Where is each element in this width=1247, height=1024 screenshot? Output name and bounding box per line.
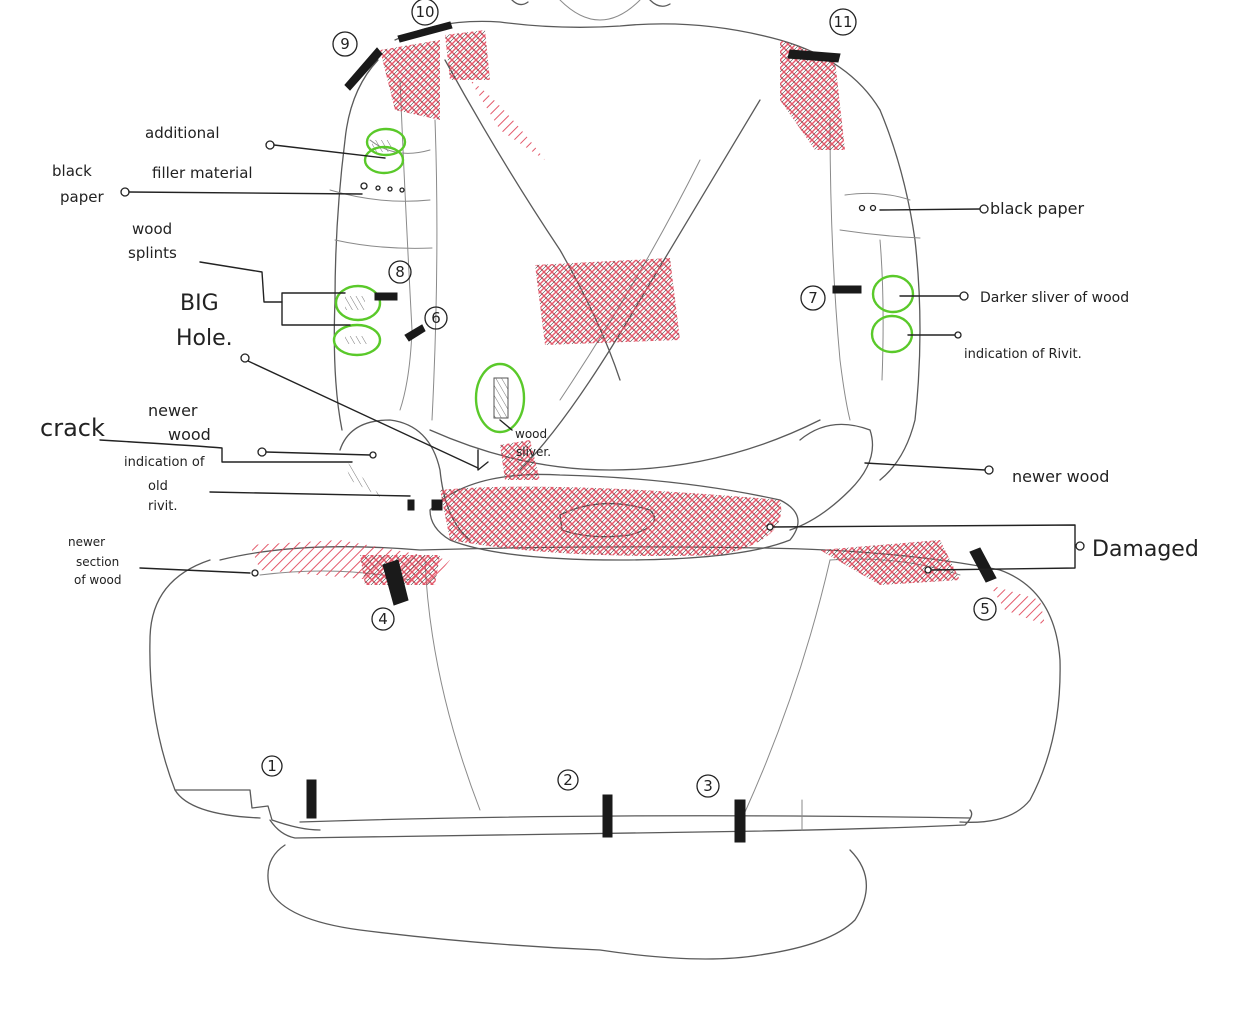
label-newer-section-3: of wood (74, 573, 122, 587)
label-black-paper-right: black paper (990, 199, 1085, 218)
marker-9: 9 (332, 31, 358, 57)
svg-text:6: 6 (431, 309, 441, 327)
black-markers (306, 21, 997, 843)
marker-4: 4 (371, 607, 395, 631)
label-crack: crack (40, 414, 105, 442)
marker-1: 1 (261, 755, 283, 777)
marker-11: 11 (829, 8, 857, 36)
svg-text:9: 9 (340, 35, 350, 53)
highlight-rivit (870, 314, 914, 354)
label-darker-sliver: Darker sliver of wood (980, 290, 1129, 306)
annotation-labels: additional filler material black paper w… (40, 124, 1199, 587)
marker-5: 5 (973, 597, 997, 621)
label-black-paper-left-2: paper (60, 188, 104, 206)
label-black-paper-left-1: black (52, 162, 92, 180)
label-newer-section-2: section (76, 555, 119, 569)
graphite-marks (345, 140, 877, 500)
label-newer-section-1: newer (68, 535, 105, 549)
svg-text:7: 7 (808, 289, 818, 307)
highlight-splint-lower (332, 323, 382, 357)
marker-7: 7 (800, 285, 826, 311)
label-newer-wood-left-1: newer (148, 401, 198, 420)
highlight-filler-lower (363, 145, 405, 175)
marker-10: 10 (411, 0, 439, 26)
svg-text:2: 2 (563, 771, 573, 789)
label-wood-splints-2: splints (128, 244, 177, 262)
label-additional-filler-1: additional (145, 124, 220, 142)
svg-text:4: 4 (378, 610, 388, 628)
label-newer-wood-right: newer wood (1012, 467, 1109, 486)
damage-areas (250, 30, 1045, 625)
green-highlights (332, 127, 915, 434)
marker-6: 6 (424, 306, 448, 330)
leader-lines (99, 140, 1085, 577)
label-indication-rivit: indication of Rivit. (964, 347, 1082, 362)
marker-3: 3 (696, 774, 720, 798)
label-wood-sliver-1: wood (515, 427, 547, 441)
label-old-rivit-3: rivit. (148, 499, 178, 514)
highlight-darker-sliver (871, 274, 915, 314)
svg-text:8: 8 (395, 263, 405, 281)
marker-2: 2 (557, 769, 579, 791)
label-big-hole-2: Hole. (176, 326, 233, 351)
number-markers: 1 2 3 4 5 6 7 8 (261, 0, 997, 798)
svg-text:11: 11 (833, 13, 852, 31)
svg-text:10: 10 (415, 3, 434, 21)
highlight-wood-sliver (474, 362, 526, 434)
label-damaged: Damaged (1092, 537, 1199, 562)
highlight-splint-upper (334, 284, 382, 322)
label-wood-sliver-2: sliver. (516, 445, 551, 459)
label-wood-splints-1: wood (132, 220, 172, 238)
label-newer-wood-left-2: wood (168, 425, 211, 444)
svg-text:3: 3 (703, 777, 713, 795)
label-big-hole-1: BIG (180, 291, 219, 316)
label-old-rivit-1: indication of (124, 455, 205, 470)
marker-8: 8 (388, 260, 412, 284)
label-old-rivit-2: old (148, 479, 168, 494)
label-additional-filler-2: filler material (152, 164, 253, 182)
highlight-filler-upper (365, 127, 407, 157)
svg-text:5: 5 (980, 600, 990, 618)
svg-text:1: 1 (267, 757, 277, 775)
